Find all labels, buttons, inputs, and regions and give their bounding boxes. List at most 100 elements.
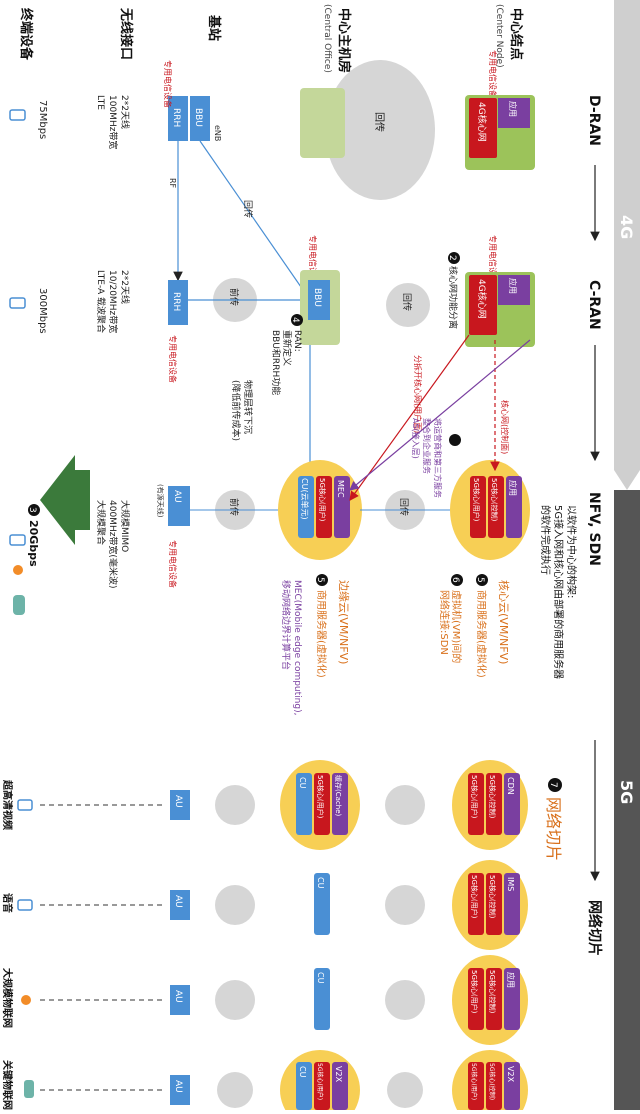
nfv-radio-spec-0: 大规模MIMO <box>119 500 131 552</box>
nfv-au: AU <box>172 490 182 503</box>
edge-cloud-item5: 商用服务器(虚拟化) <box>315 590 328 678</box>
slice-au <box>170 1075 190 1105</box>
nfv-radio-spec-2: 大规模聚合 <box>95 500 107 545</box>
core-cloud-app-text: 应用 <box>508 480 518 496</box>
slice-edge-top <box>332 1062 348 1110</box>
slice-top <box>504 773 520 835</box>
dran-bbu-box <box>190 96 210 141</box>
cran-rrh: RRH <box>171 292 181 311</box>
cran-app-block <box>498 275 530 305</box>
slice-top-text: V2X <box>506 1066 515 1083</box>
mec-desc-1: 移动网络边界计算平台 <box>280 580 292 670</box>
mec-note-1: 整合到企业服务 <box>422 418 432 474</box>
cran-ran-note-0: RAN: <box>292 330 302 352</box>
row-central-office: 中心主机房 <box>336 8 352 73</box>
banner-4g <box>614 0 640 470</box>
slice-backhaul <box>385 980 425 1020</box>
badge-3-label: 3 <box>27 507 37 513</box>
dran-speed: 75Mbps <box>37 100 48 139</box>
slice-top-text: IMS <box>506 877 515 891</box>
slice-cu-text: CU <box>298 777 307 789</box>
badge-5a-label: 5 <box>475 577 485 583</box>
nfv-phone-icon <box>9 534 26 546</box>
nfv-intro-0: 以软件为中心的构架: <box>565 505 578 598</box>
dran-column: 专用电信设备 应用 4G核心网 回传 eNB BBU RRH RF 专用电信设备… <box>9 50 535 200</box>
dran-rrh-box <box>168 96 188 141</box>
slice-ctrl <box>486 773 502 835</box>
slice-device-icon <box>17 799 33 811</box>
edge-cloud-cu-text: CU(云单元) <box>300 478 310 520</box>
dran-app-block <box>498 98 530 128</box>
slice-top-text: CDN <box>506 777 515 795</box>
cran-app: 应用 <box>508 278 518 294</box>
nfv-radio-spec-1: 400MHz带宽(毫米波) <box>107 500 119 588</box>
badge-3 <box>28 504 40 516</box>
slice-au <box>170 890 190 920</box>
banner-5g-label: 5G <box>617 780 636 804</box>
slice-edge-user-text: 5G核心(用户) <box>316 1063 324 1100</box>
core-cloud-title: 核心云(VM/NFV) <box>497 580 511 664</box>
slice-edge-user <box>314 1062 330 1110</box>
slice-ctrl-text: 5G核心(控制) <box>488 970 497 1014</box>
badge-5b <box>316 574 328 586</box>
core-user-plane-label: 分拆开核心网(用户面) <box>413 355 423 433</box>
slice-0: CDN 5G核心(控制) 5G核心(用户) 缓存(Cache) 5G核心(用户)… <box>1 760 528 850</box>
cran-fronthaul: 前传 <box>228 288 240 306</box>
column-nfv: NFV, SDN <box>586 492 602 566</box>
badge-6 <box>451 574 463 586</box>
slice-au-text: AU <box>173 1080 183 1093</box>
dran-rf: RF <box>168 178 177 189</box>
dran-office-box <box>300 88 345 158</box>
cran-rrh-label: 专用电信设备 <box>168 335 178 383</box>
slice-edge-user-text: 5G核心(用户) <box>316 775 325 819</box>
badge-mec <box>449 434 461 446</box>
badge-2-label: 2 <box>447 255 457 261</box>
dran-backhaul-link <box>199 140 311 301</box>
nfv-column: 以软件为中心的构架: 5G接入网和核心网由部署的商用服务器 的软件完成执行 应用… <box>9 455 578 715</box>
dran-station-label: 专用电信设备 <box>163 60 173 108</box>
slice-device-icon <box>21 995 31 1005</box>
slice-user-text: 5G核心(用户) <box>470 775 479 819</box>
slice-au-text: AU <box>173 990 183 1003</box>
row-base-station: 基站 <box>206 14 222 41</box>
cran-column: 专用电信设备 应用 4G核心网 2 核心网功能分离 回传 专用电信设备 BBU … <box>9 235 535 441</box>
slice-fronthaul <box>217 1072 253 1108</box>
slice-edge-top-text: V2X <box>334 1066 343 1083</box>
core-user-plane-arrow <box>349 334 470 501</box>
slice-user <box>468 968 484 1030</box>
core-cloud-user-text: 5G核心(用户) <box>472 478 481 522</box>
slice-au <box>170 790 190 820</box>
mec-note-2: AS(接入层) <box>411 418 421 459</box>
slice-3: V2X 5G核心(控制) 5G核心(用户) V2X 5G核心(用户) CU AU… <box>1 1050 528 1114</box>
slice-edge-top-text: 缓存(Cache) <box>334 775 343 816</box>
core-cloud-ctrl <box>488 476 504 538</box>
cran-phys-note-0: 物理层转下沉 <box>242 380 254 434</box>
slice-top-text: 应用 <box>506 972 516 988</box>
slice-service: 关键物联网 <box>1 1060 14 1110</box>
badge-2 <box>448 252 460 264</box>
slice-ctrl-text: 5G核心(控制) <box>488 875 497 919</box>
nfv-item6-0: 虚拟机(VM)间的 <box>450 590 463 663</box>
nfv-au-label: 专用电信设备 <box>168 540 178 588</box>
column-dran: D-RAN <box>586 95 602 146</box>
cran-ran-note-1: 重新定义 <box>281 330 293 366</box>
cran-core-split-note: 核心网功能分离 <box>447 266 459 329</box>
slice-user <box>468 873 484 935</box>
slice-user <box>468 773 484 835</box>
dran-enb: eNB <box>213 125 222 141</box>
nfv-intro-2: 的软件完成执行 <box>539 505 552 575</box>
slice-device-icon <box>24 1080 34 1098</box>
nfv-backhaul: 回传 <box>398 498 410 516</box>
row-air-interface: 无线接口 <box>118 7 134 60</box>
slice-au <box>170 985 190 1015</box>
dran-radio-spec-2: LTE <box>95 95 105 110</box>
row-center-node-en: (Center Node) <box>494 4 504 68</box>
dran-app: 应用 <box>508 101 518 117</box>
slice-ctrl <box>486 968 502 1030</box>
slice-user-text: 5G核心(用户) <box>470 970 479 1014</box>
cran-speed: 300Mbps <box>37 288 48 334</box>
speed-arrow <box>40 455 90 545</box>
slice-fronthaul <box>215 885 255 925</box>
slice-edge-user <box>314 773 330 835</box>
dran-backhaul-cloud <box>325 60 435 200</box>
